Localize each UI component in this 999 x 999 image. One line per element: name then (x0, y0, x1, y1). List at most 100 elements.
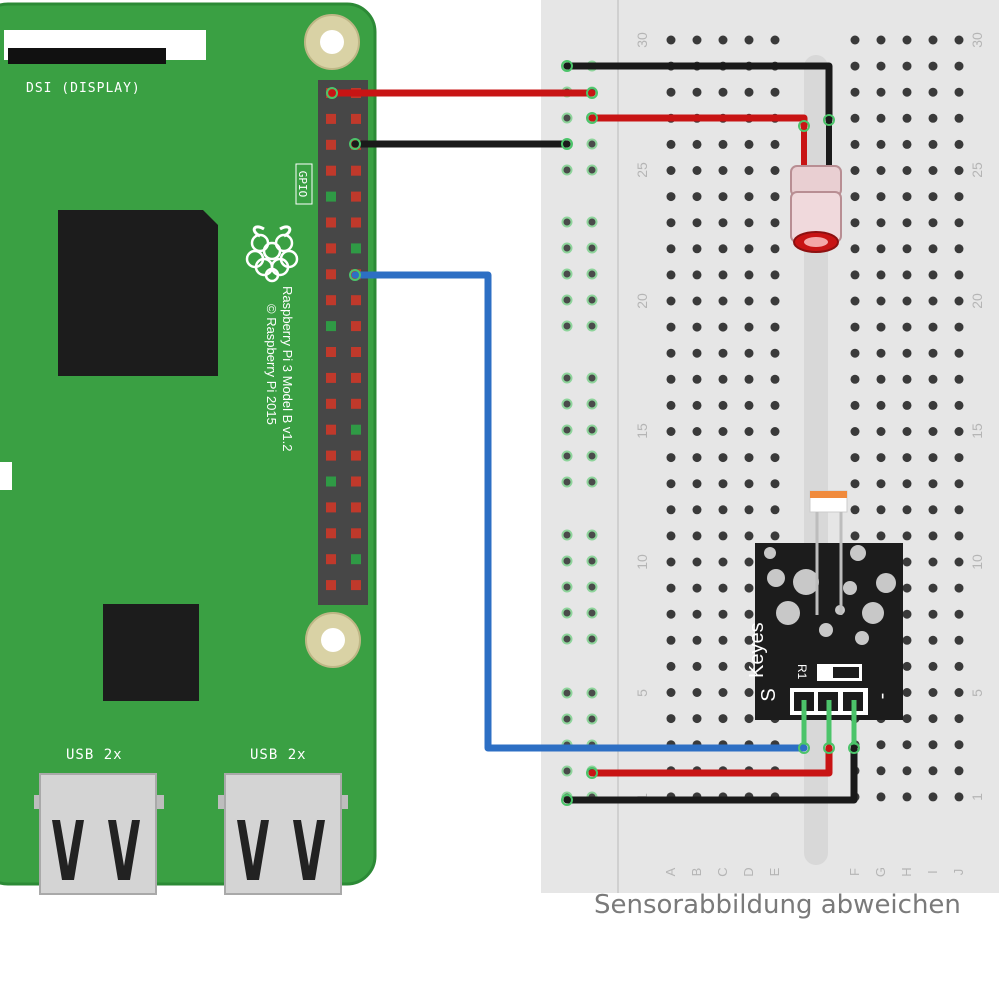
terminal-hole (954, 139, 964, 149)
terminal-hole (666, 87, 676, 97)
terminal-hole (876, 505, 886, 515)
terminal-hole (928, 583, 938, 593)
terminal-hole (928, 192, 938, 202)
gpio-pin (326, 139, 336, 150)
terminal-hole (954, 113, 964, 123)
gpio-pin (326, 372, 336, 383)
terminal-hole (928, 322, 938, 332)
rail-hole (586, 372, 598, 384)
terminal-hole (850, 244, 860, 254)
terminal-hole (954, 218, 964, 228)
terminal-hole (744, 688, 754, 697)
terminal-hole (876, 400, 886, 410)
terminal-hole (902, 113, 912, 123)
terminal-hole (692, 296, 702, 306)
terminal-hole (954, 688, 964, 697)
row-number-label: 5 (634, 689, 650, 697)
terminal-hole (928, 635, 938, 645)
terminal-hole (744, 479, 754, 489)
terminal-hole (850, 192, 860, 202)
dsi-connector-slot (8, 48, 166, 64)
terminal-hole (744, 35, 754, 45)
terminal-hole (928, 609, 938, 619)
terminal-hole (850, 139, 860, 149)
terminal-hole (954, 609, 964, 619)
gpio-pin (326, 424, 336, 435)
wire-black-sensor-gnd (563, 744, 858, 804)
minus-pin-label: - (871, 693, 893, 700)
terminal-hole (744, 609, 754, 619)
terminal-hole (770, 505, 780, 515)
terminal-hole (770, 427, 780, 436)
row-number-label: 15 (969, 423, 985, 439)
soc-chip (58, 210, 218, 376)
terminal-hole (692, 688, 702, 697)
terminal-hole (954, 583, 964, 593)
terminal-hole (850, 531, 860, 541)
usb-port-1: USB 2x (34, 747, 164, 895)
terminal-hole (718, 479, 728, 489)
wires (326, 60, 860, 806)
terminal-hole (718, 35, 728, 45)
terminal-hole (850, 400, 860, 410)
usb-label-2: USB 2x (250, 747, 307, 763)
terminal-hole (954, 35, 964, 45)
terminal-hole (666, 609, 676, 619)
terminal-hole (928, 166, 938, 175)
rail-hole (586, 398, 598, 410)
rail-hole (561, 424, 573, 436)
terminal-hole (718, 714, 728, 724)
terminal-hole (954, 505, 964, 515)
terminal-hole (770, 531, 780, 541)
terminal-hole (692, 531, 702, 541)
gpio-pin (326, 217, 336, 228)
row-number-label: 30 (969, 32, 985, 48)
terminal-hole (850, 35, 860, 45)
rail-hole (561, 294, 573, 306)
terminal-hole (770, 348, 780, 358)
terminal-hole (692, 583, 702, 593)
terminal-hole (666, 661, 676, 671)
terminal-hole (666, 374, 676, 384)
row-number-label: 25 (634, 162, 650, 178)
terminal-hole (876, 348, 886, 358)
terminal-hole (770, 479, 780, 489)
terminal-hole (692, 427, 702, 436)
terminal-hole (666, 453, 676, 463)
terminal-hole (902, 35, 912, 45)
terminal-hole (666, 479, 676, 489)
gpio-pin (351, 554, 361, 565)
rail-hole (586, 713, 598, 725)
usb-label-1: USB 2x (66, 747, 123, 763)
lan-chip (103, 604, 199, 701)
terminal-hole (954, 479, 964, 489)
terminal-hole (692, 166, 702, 175)
terminal-hole (928, 557, 938, 567)
terminal-hole (666, 714, 676, 724)
terminal-hole (666, 505, 676, 515)
gpio-label: GPIO (296, 171, 309, 198)
copyright-label: © Raspberry Pi 2015 (264, 304, 279, 425)
terminal-hole (718, 87, 728, 97)
row-number-label: 1 (969, 793, 985, 801)
terminal-hole (902, 740, 912, 750)
terminal-hole (876, 531, 886, 541)
terminal-hole (902, 766, 912, 776)
terminal-hole (954, 166, 964, 175)
rail-hole (561, 242, 573, 254)
terminal-hole (692, 348, 702, 358)
wire-black-laser-gnd (563, 62, 833, 124)
terminal-hole (850, 479, 860, 489)
terminal-hole (718, 688, 728, 697)
terminal-hole (666, 635, 676, 645)
wire-red-laser-vcc (588, 114, 808, 130)
side-connector (0, 462, 12, 490)
terminal-hole (692, 139, 702, 149)
gpio-pin (326, 502, 336, 513)
rail-hole (586, 581, 598, 593)
terminal-hole (718, 296, 728, 306)
terminal-hole (850, 87, 860, 97)
terminal-hole (902, 139, 912, 149)
